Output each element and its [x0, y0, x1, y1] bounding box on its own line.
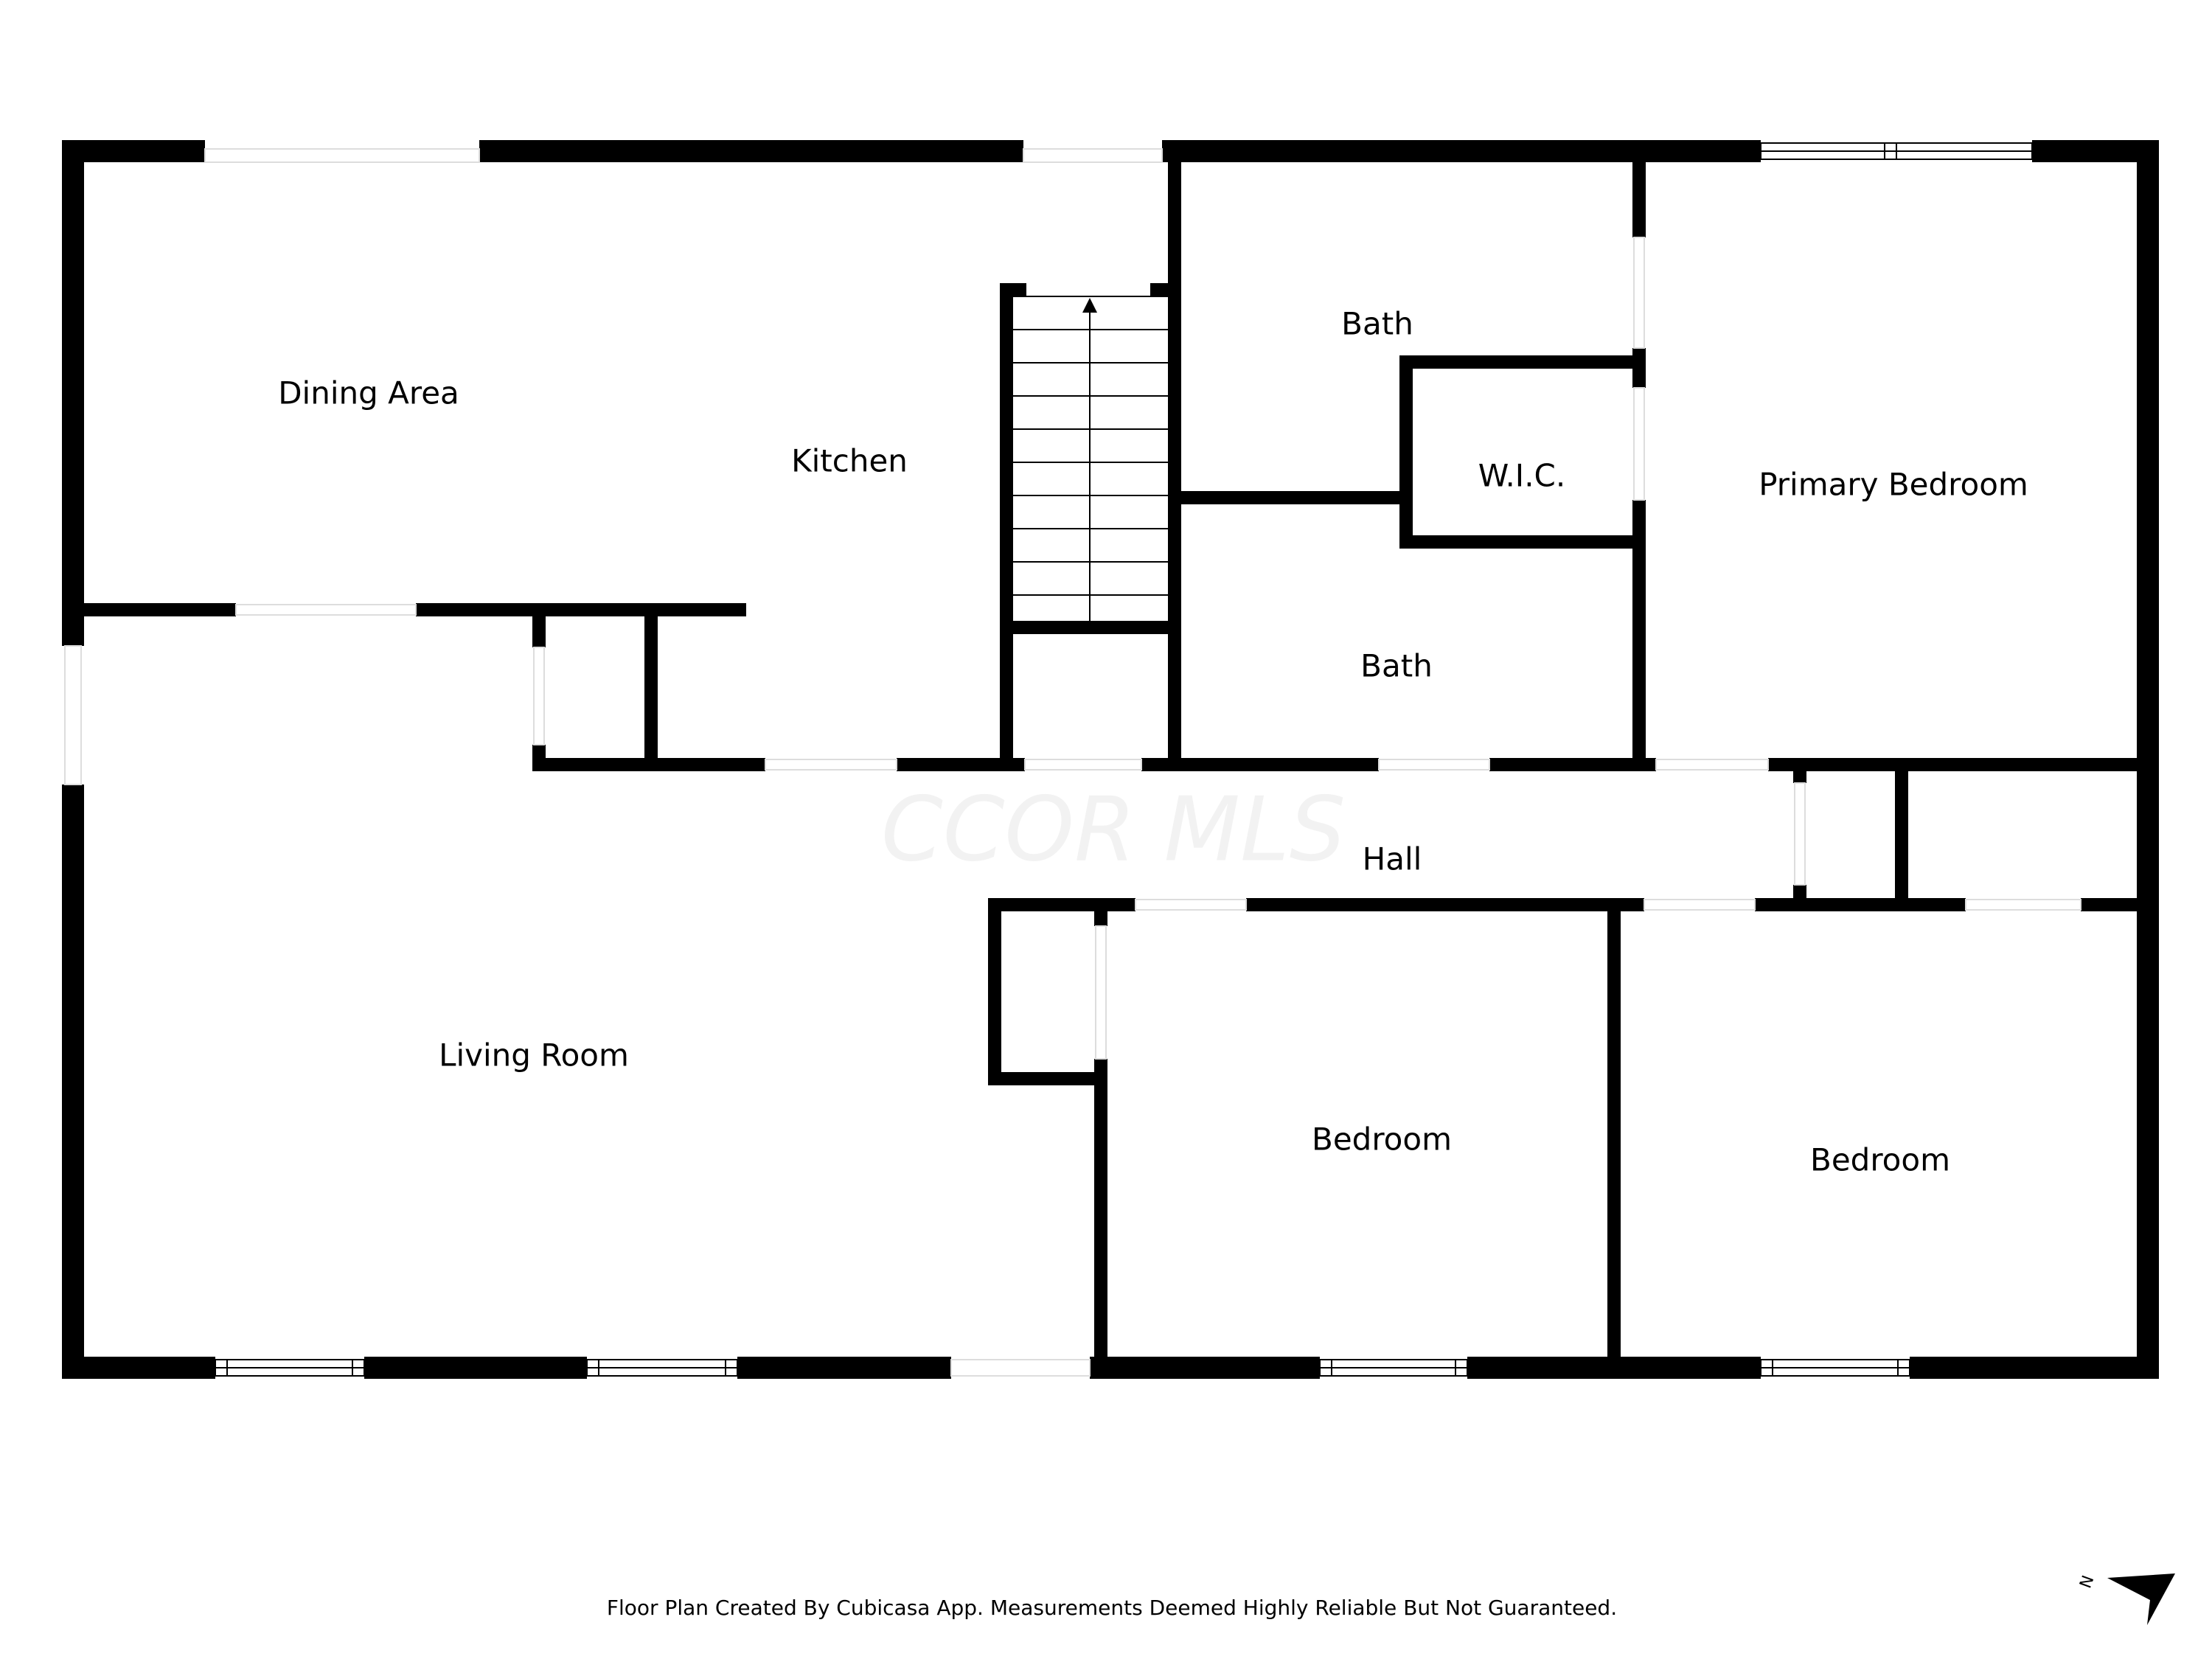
opening-bath-hall: [1378, 759, 1490, 771]
wall-wic-left: [1399, 355, 1413, 549]
room-label-kitchen: Kitchen: [791, 443, 908, 479]
wall-kitchen-bath: [1168, 140, 1181, 771]
wall-bottom-4: [1090, 1357, 1320, 1379]
staircase: [1013, 296, 1168, 621]
window-primary-top: [1760, 142, 2033, 160]
wall-living-closet-right-1: [1094, 898, 1107, 926]
room-label-primary-bedroom: Primary Bedroom: [1759, 467, 2028, 503]
room-label-dining-area: Dining Area: [278, 375, 459, 411]
opening-living-bottom: [950, 1359, 1091, 1377]
wall-bath-primary-3: [1632, 500, 1646, 771]
wall-hall-bottom-4: [2081, 898, 2159, 911]
opening-hall-closet: [1794, 782, 1806, 886]
window-living-2: [586, 1359, 738, 1377]
room-label-bath-upper: Bath: [1341, 306, 1413, 342]
wall-stair-top-left: [1000, 283, 1026, 296]
wall-living-bedroom: [1094, 1059, 1107, 1379]
wall-wic-top: [1399, 355, 1646, 369]
wall-bottom-1: [62, 1357, 215, 1379]
footer-disclaimer: Floor Plan Created By Cubicasa App. Meas…: [607, 1596, 1617, 1620]
wall-hall-bottom-2: [1246, 898, 1644, 911]
opening-closet: [533, 647, 545, 745]
wall-bath-divider: [1168, 491, 1413, 504]
wall-top-3: [1162, 140, 1761, 162]
wall-top-1: [62, 140, 205, 162]
wall-hall-top-2: [1489, 758, 1656, 771]
opening-dining-living: [235, 604, 417, 616]
wall-hall-closet-2: [1895, 758, 1908, 905]
opening-stair-hall: [1024, 759, 1142, 771]
opening-dining-top: [204, 148, 480, 163]
opening-living-closet: [1095, 925, 1107, 1060]
wall-bottom-6: [1910, 1357, 2159, 1379]
wall-kitchen-bottom-1: [532, 758, 765, 771]
opening-wic-primary: [1633, 387, 1645, 501]
room-label-bath-lower: Bath: [1360, 648, 1433, 684]
walls: [62, 140, 2159, 1379]
wall-top-2: [479, 140, 1023, 162]
watermark: CCOR MLS: [881, 779, 1346, 882]
wall-dining-1: [62, 603, 236, 616]
opening-primary-hall: [1655, 759, 1769, 771]
opening-bedroom1-hall: [1135, 899, 1247, 911]
room-label-bedroom-2: Bedroom: [1810, 1142, 1950, 1178]
wall-dining-2: [416, 603, 746, 616]
wall-bedroom-divider: [1607, 898, 1621, 1379]
opening-bedroom2-hall: [1644, 899, 1756, 911]
stair-up-arrow-icon: [1082, 298, 1097, 313]
wall-bottom-2: [364, 1357, 587, 1379]
wall-hall-top-3: [1768, 758, 2159, 771]
wall-closet-left-1: [532, 603, 546, 647]
windows: [215, 142, 2033, 1377]
wall-bath-primary-1: [1632, 140, 1646, 237]
wall-living-closet-bottom: [988, 1072, 1107, 1085]
wall-hall-bottom-1: [988, 898, 1135, 911]
window-living-1: [215, 1359, 365, 1377]
wall-hall-bottom-3: [1755, 898, 1966, 911]
room-label-living-room: Living Room: [439, 1037, 629, 1074]
opening-kitchen-top: [1023, 148, 1163, 163]
wall-stair-left: [1000, 283, 1013, 771]
openings: [64, 148, 2081, 1377]
wall-stair-bottom: [1000, 621, 1174, 634]
wall-hall-closet-1-top: [1793, 758, 1806, 783]
opening-left: [64, 645, 82, 785]
wall-left-2: [62, 785, 84, 1379]
opening-closet-hall: [1965, 899, 2081, 911]
opening-kitchen-hall: [765, 759, 897, 771]
wall-bottom-3: [737, 1357, 951, 1379]
room-label-wic: W.I.C.: [1478, 458, 1565, 494]
window-bedroom-1: [1319, 1359, 1468, 1377]
opening-bath-primary: [1633, 237, 1645, 349]
wall-closet-right: [644, 603, 658, 771]
window-bedroom-2: [1760, 1359, 1910, 1377]
room-label-bedroom-1: Bedroom: [1312, 1121, 1452, 1158]
wall-wic-bottom: [1399, 535, 1646, 549]
wall-left-1: [62, 140, 84, 646]
room-label-hall: Hall: [1363, 841, 1422, 877]
wall-kitchen-bottom-2: [897, 758, 1025, 771]
wall-hall-top-1: [1141, 758, 1379, 771]
wall-living-closet-left: [988, 898, 1001, 1085]
